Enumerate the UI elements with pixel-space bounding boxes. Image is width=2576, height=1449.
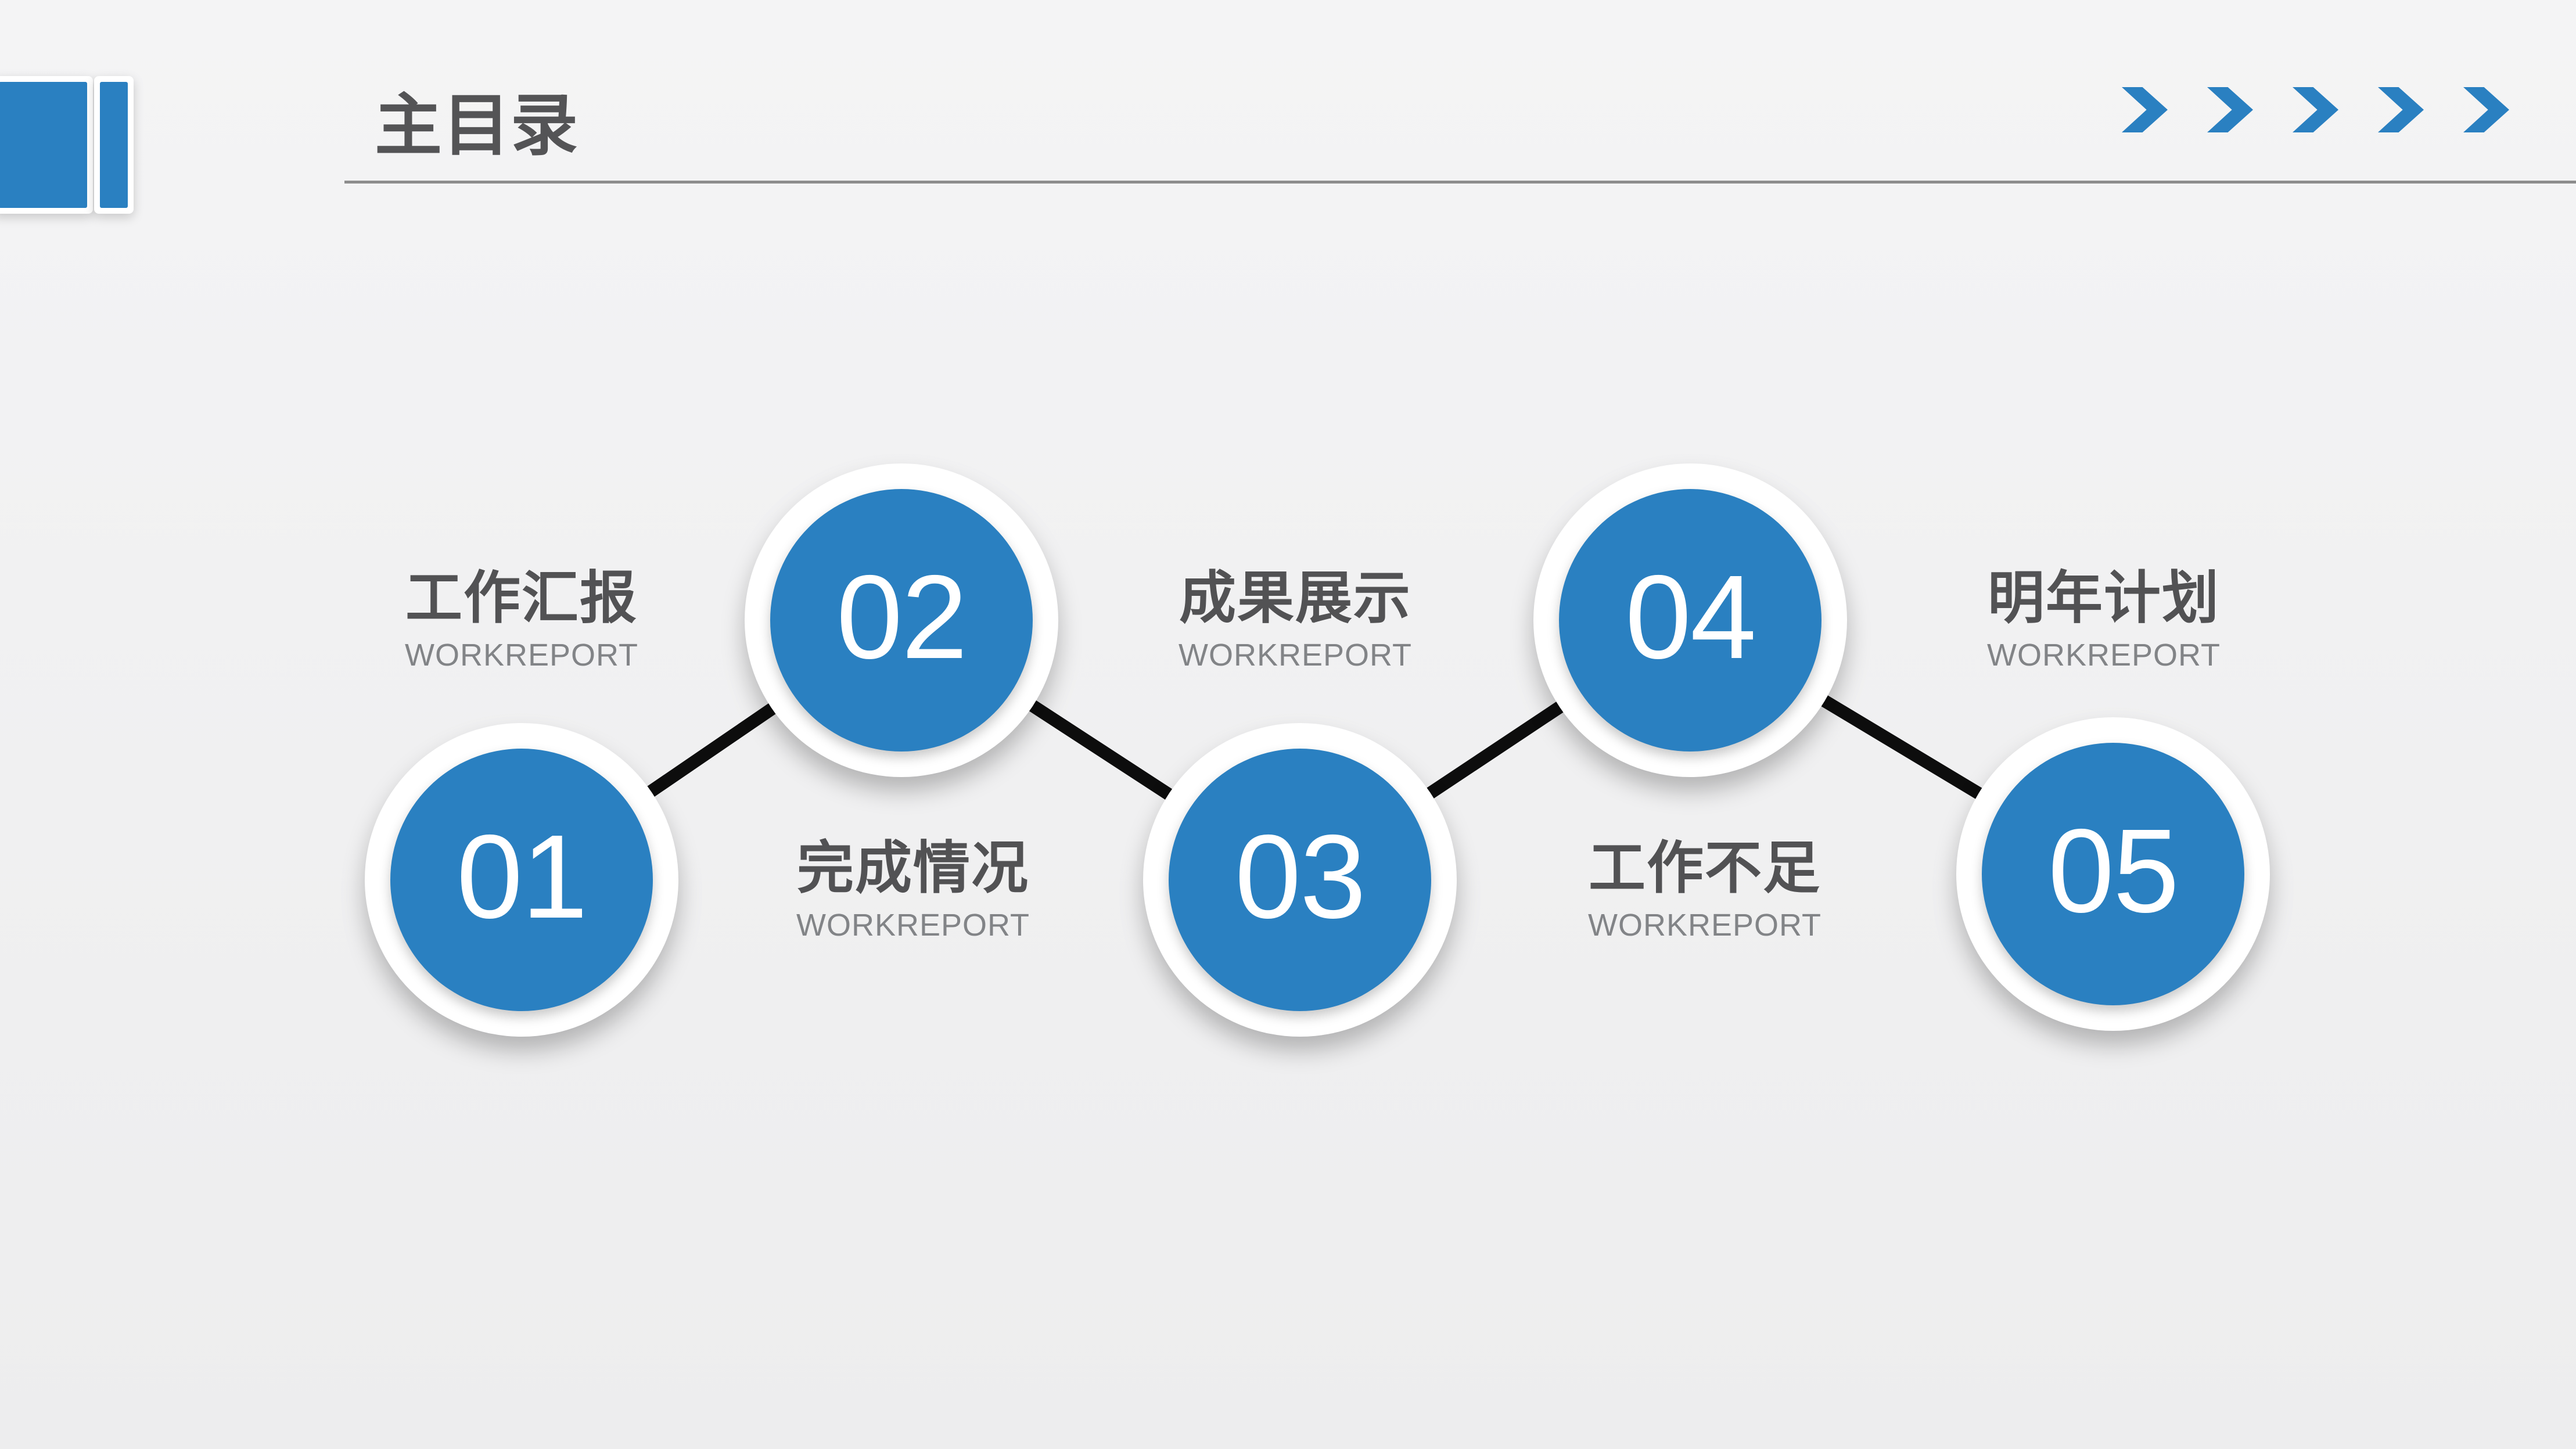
page-title: 主目录 <box>375 88 579 163</box>
toc-node-02[interactable]: 02 <box>745 463 1058 777</box>
toc-label-03-subtitle: WORKREPORT <box>1178 637 1413 673</box>
toc-node-01-number: 01 <box>456 810 588 943</box>
toc-node-05[interactable]: 05 <box>1956 717 2270 1031</box>
toc-label-04-title: 工作不足 <box>1588 836 1821 900</box>
toc-label-03: 成果展示 WORKREPORT <box>1075 566 1516 675</box>
logo-bar-large-fill <box>0 82 87 208</box>
toc-node-03[interactable]: 03 <box>1143 723 1457 1037</box>
toc-node-05-number: 05 <box>2047 804 2179 937</box>
toc-node-02-disc: 02 <box>770 489 1033 752</box>
logo-bar-large-icon <box>0 76 93 214</box>
toc-node-05-disc: 05 <box>1982 743 2244 1005</box>
title-underline <box>344 181 2576 184</box>
toc-node-03-disc: 03 <box>1169 749 1431 1011</box>
logo-bar-small-icon <box>94 76 134 214</box>
toc-label-02: 完成情况 WORKREPORT <box>692 836 1134 945</box>
toc-node-01[interactable]: 01 <box>365 723 678 1037</box>
toc-node-03-number: 03 <box>1234 810 1366 943</box>
logo-bar-small-fill <box>100 82 128 208</box>
toc-label-04: 工作不足 WORKREPORT <box>1484 836 1925 945</box>
toc-label-03-title: 成果展示 <box>1179 566 1411 630</box>
toc-label-05: 明年计划 WORKREPORT <box>1883 566 2324 675</box>
toc-label-05-title: 明年计划 <box>1987 566 2220 630</box>
toc-label-01-title: 工作汇报 <box>405 566 638 630</box>
toc-label-01-subtitle: WORKREPORT <box>404 637 639 673</box>
toc-node-04[interactable]: 04 <box>1533 463 1847 777</box>
toc-node-04-number: 04 <box>1625 550 1756 684</box>
toc-label-01: 工作汇报 WORKREPORT <box>301 566 742 675</box>
toc-label-02-subtitle: WORKREPORT <box>796 907 1030 943</box>
toc-label-02-title: 完成情况 <box>796 836 1029 900</box>
toc-node-04-disc: 04 <box>1559 489 1821 752</box>
toc-label-04-subtitle: WORKREPORT <box>1587 907 1822 943</box>
toc-node-02-number: 02 <box>836 550 968 684</box>
toc-label-05-subtitle: WORKREPORT <box>1986 637 2221 673</box>
chevron-decoration <box>2122 87 2509 132</box>
toc-node-01-disc: 01 <box>390 749 653 1011</box>
